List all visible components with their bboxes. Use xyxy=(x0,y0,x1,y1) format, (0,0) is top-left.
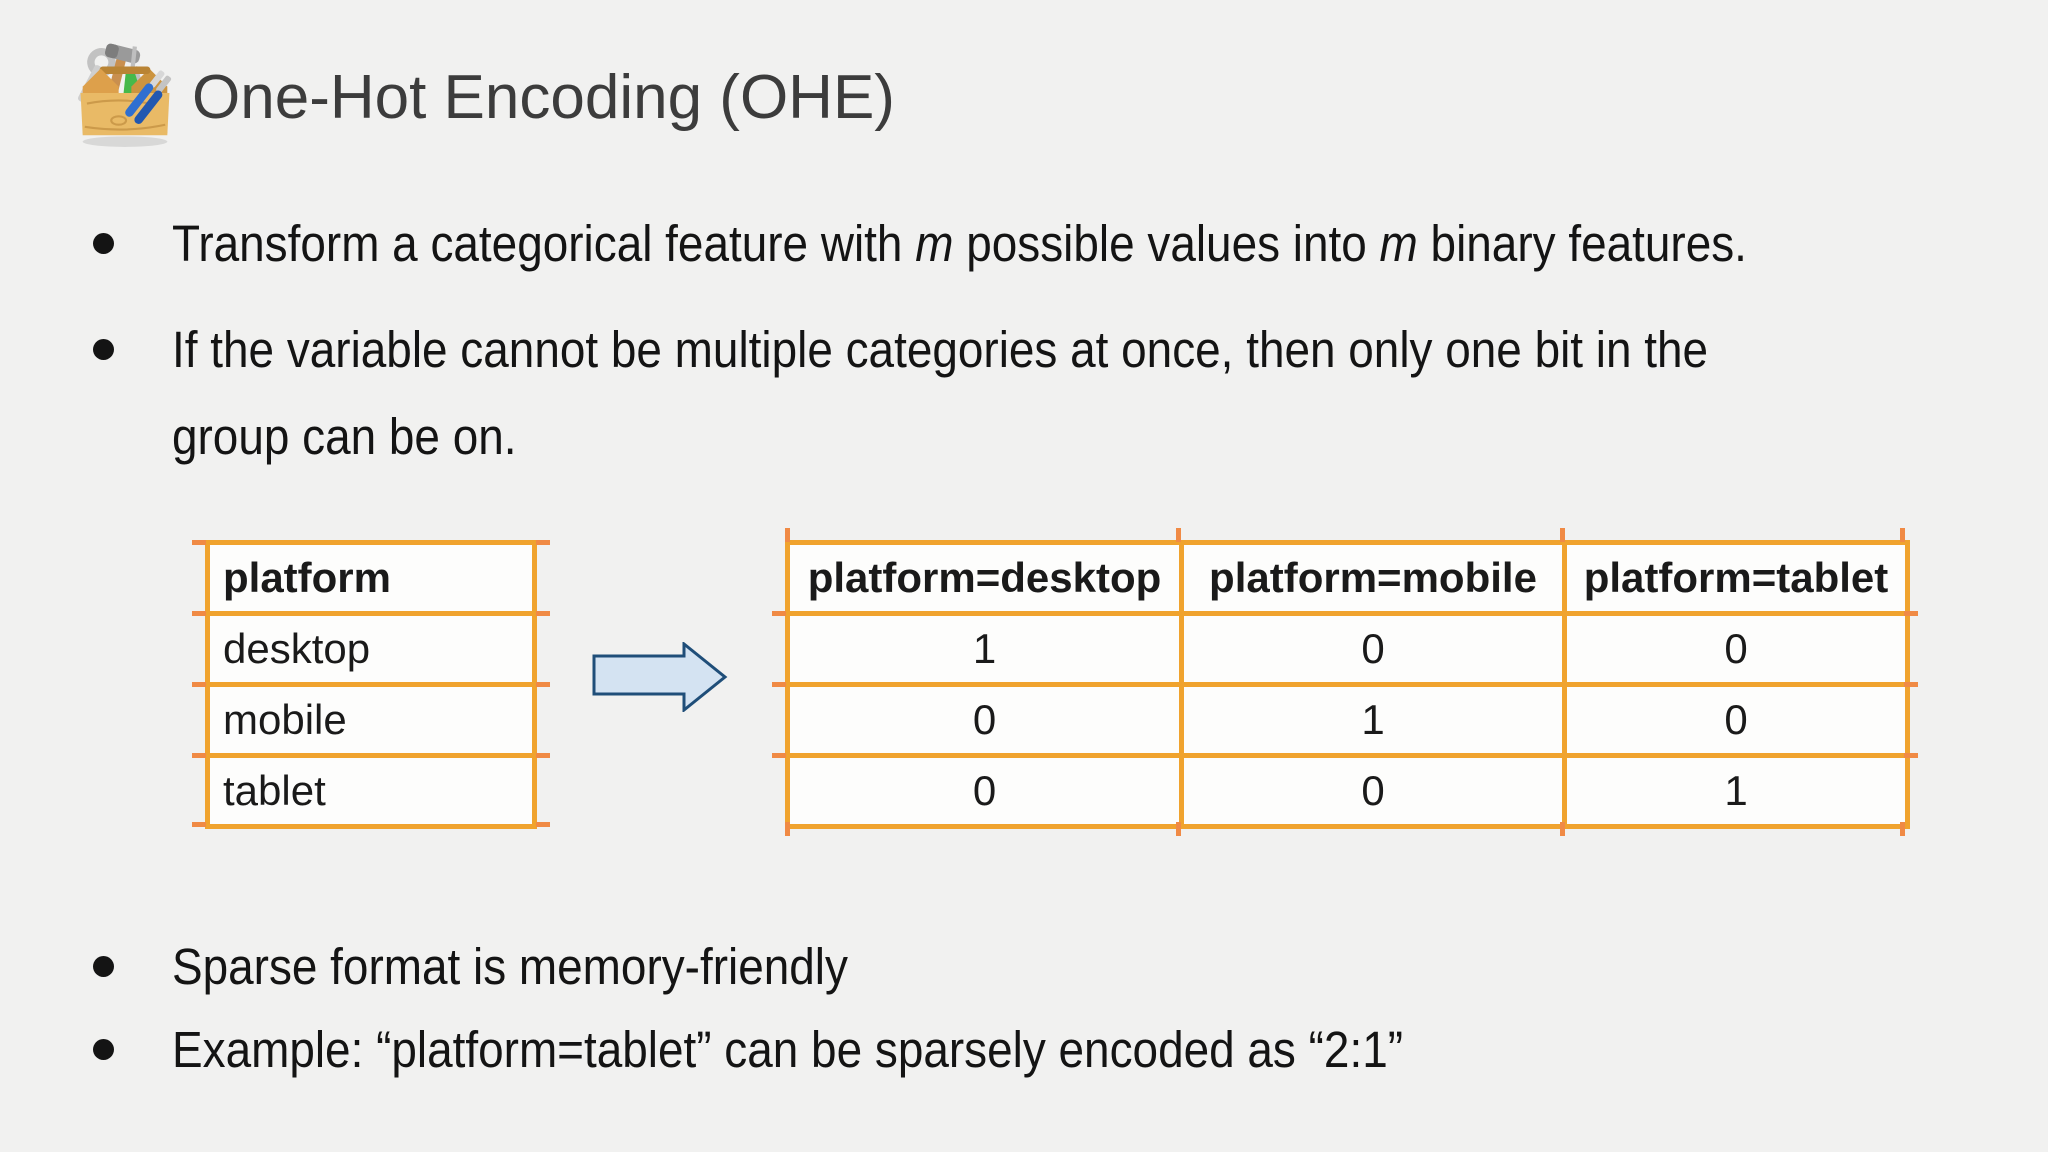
one-hot-cell: 0 xyxy=(1562,611,1910,687)
bullet-line-1: If the variable cannot be multiple categ… xyxy=(172,321,1709,378)
one-hot-header-desktop: platform=desktop xyxy=(785,540,1184,616)
bullet-dot xyxy=(93,956,114,977)
title-row: One-Hot Encoding (OHE) xyxy=(72,34,895,151)
one-hot-cell: 0 xyxy=(1179,753,1567,829)
bullet-one-bit-text: If the variable cannot be multiple categ… xyxy=(172,306,1708,480)
one-hot-cell: 1 xyxy=(1562,753,1910,829)
bullet-transform-text: Transform a categorical feature with m p… xyxy=(172,213,1747,275)
bullet-example-text: Example: “platform=tablet” can be sparse… xyxy=(172,1021,1404,1078)
one-hot-cell: 0 xyxy=(1562,682,1910,758)
one-hot-cell: 1 xyxy=(785,611,1184,687)
right-arrow-icon xyxy=(592,640,728,714)
platform-table-header: platform xyxy=(205,540,537,616)
bullet-line-2: group can be on. xyxy=(172,408,517,465)
bullet-example: Example: “platform=tablet” can be sparse… xyxy=(93,1019,1540,1081)
bullet-dot xyxy=(93,339,114,360)
one-hot-cell: 0 xyxy=(785,682,1184,758)
one-hot-header-mobile: platform=mobile xyxy=(1179,540,1567,616)
one-hot-cell: 0 xyxy=(1179,611,1567,687)
one-hot-table: platform=desktop platform=mobile platfor… xyxy=(785,540,1910,829)
bullet-sparse: Sparse format is memory-friendly xyxy=(93,936,923,998)
one-hot-cell: 1 xyxy=(1179,682,1567,758)
platform-table-cell: mobile xyxy=(205,682,537,758)
bullet-dot xyxy=(93,233,114,254)
bullet-segment: possible values into xyxy=(953,215,1380,272)
page-title: One-Hot Encoding (OHE) xyxy=(192,63,895,132)
bullet-segment: Transform a categorical feature with xyxy=(172,215,916,272)
toolbox-icon xyxy=(77,43,172,147)
bullet-sparse-text: Sparse format is memory-friendly xyxy=(172,938,848,995)
bullet-dot xyxy=(93,1039,114,1060)
platform-table-cell: tablet xyxy=(205,753,537,829)
bullet-one-bit: If the variable cannot be multiple categ… xyxy=(93,306,1879,480)
bullet-transform: Transform a categorical feature with m p… xyxy=(93,213,1922,275)
one-hot-header-tablet: platform=tablet xyxy=(1562,540,1910,616)
italic-m: m xyxy=(915,215,954,272)
toolbox-pliers xyxy=(125,69,172,124)
italic-m: m xyxy=(1379,215,1418,272)
one-hot-cell: 0 xyxy=(785,753,1184,829)
bullet-segment: binary features. xyxy=(1417,215,1747,272)
platform-table-cell: desktop xyxy=(205,611,537,687)
platform-table: platform desktop mobile tablet xyxy=(205,540,537,829)
